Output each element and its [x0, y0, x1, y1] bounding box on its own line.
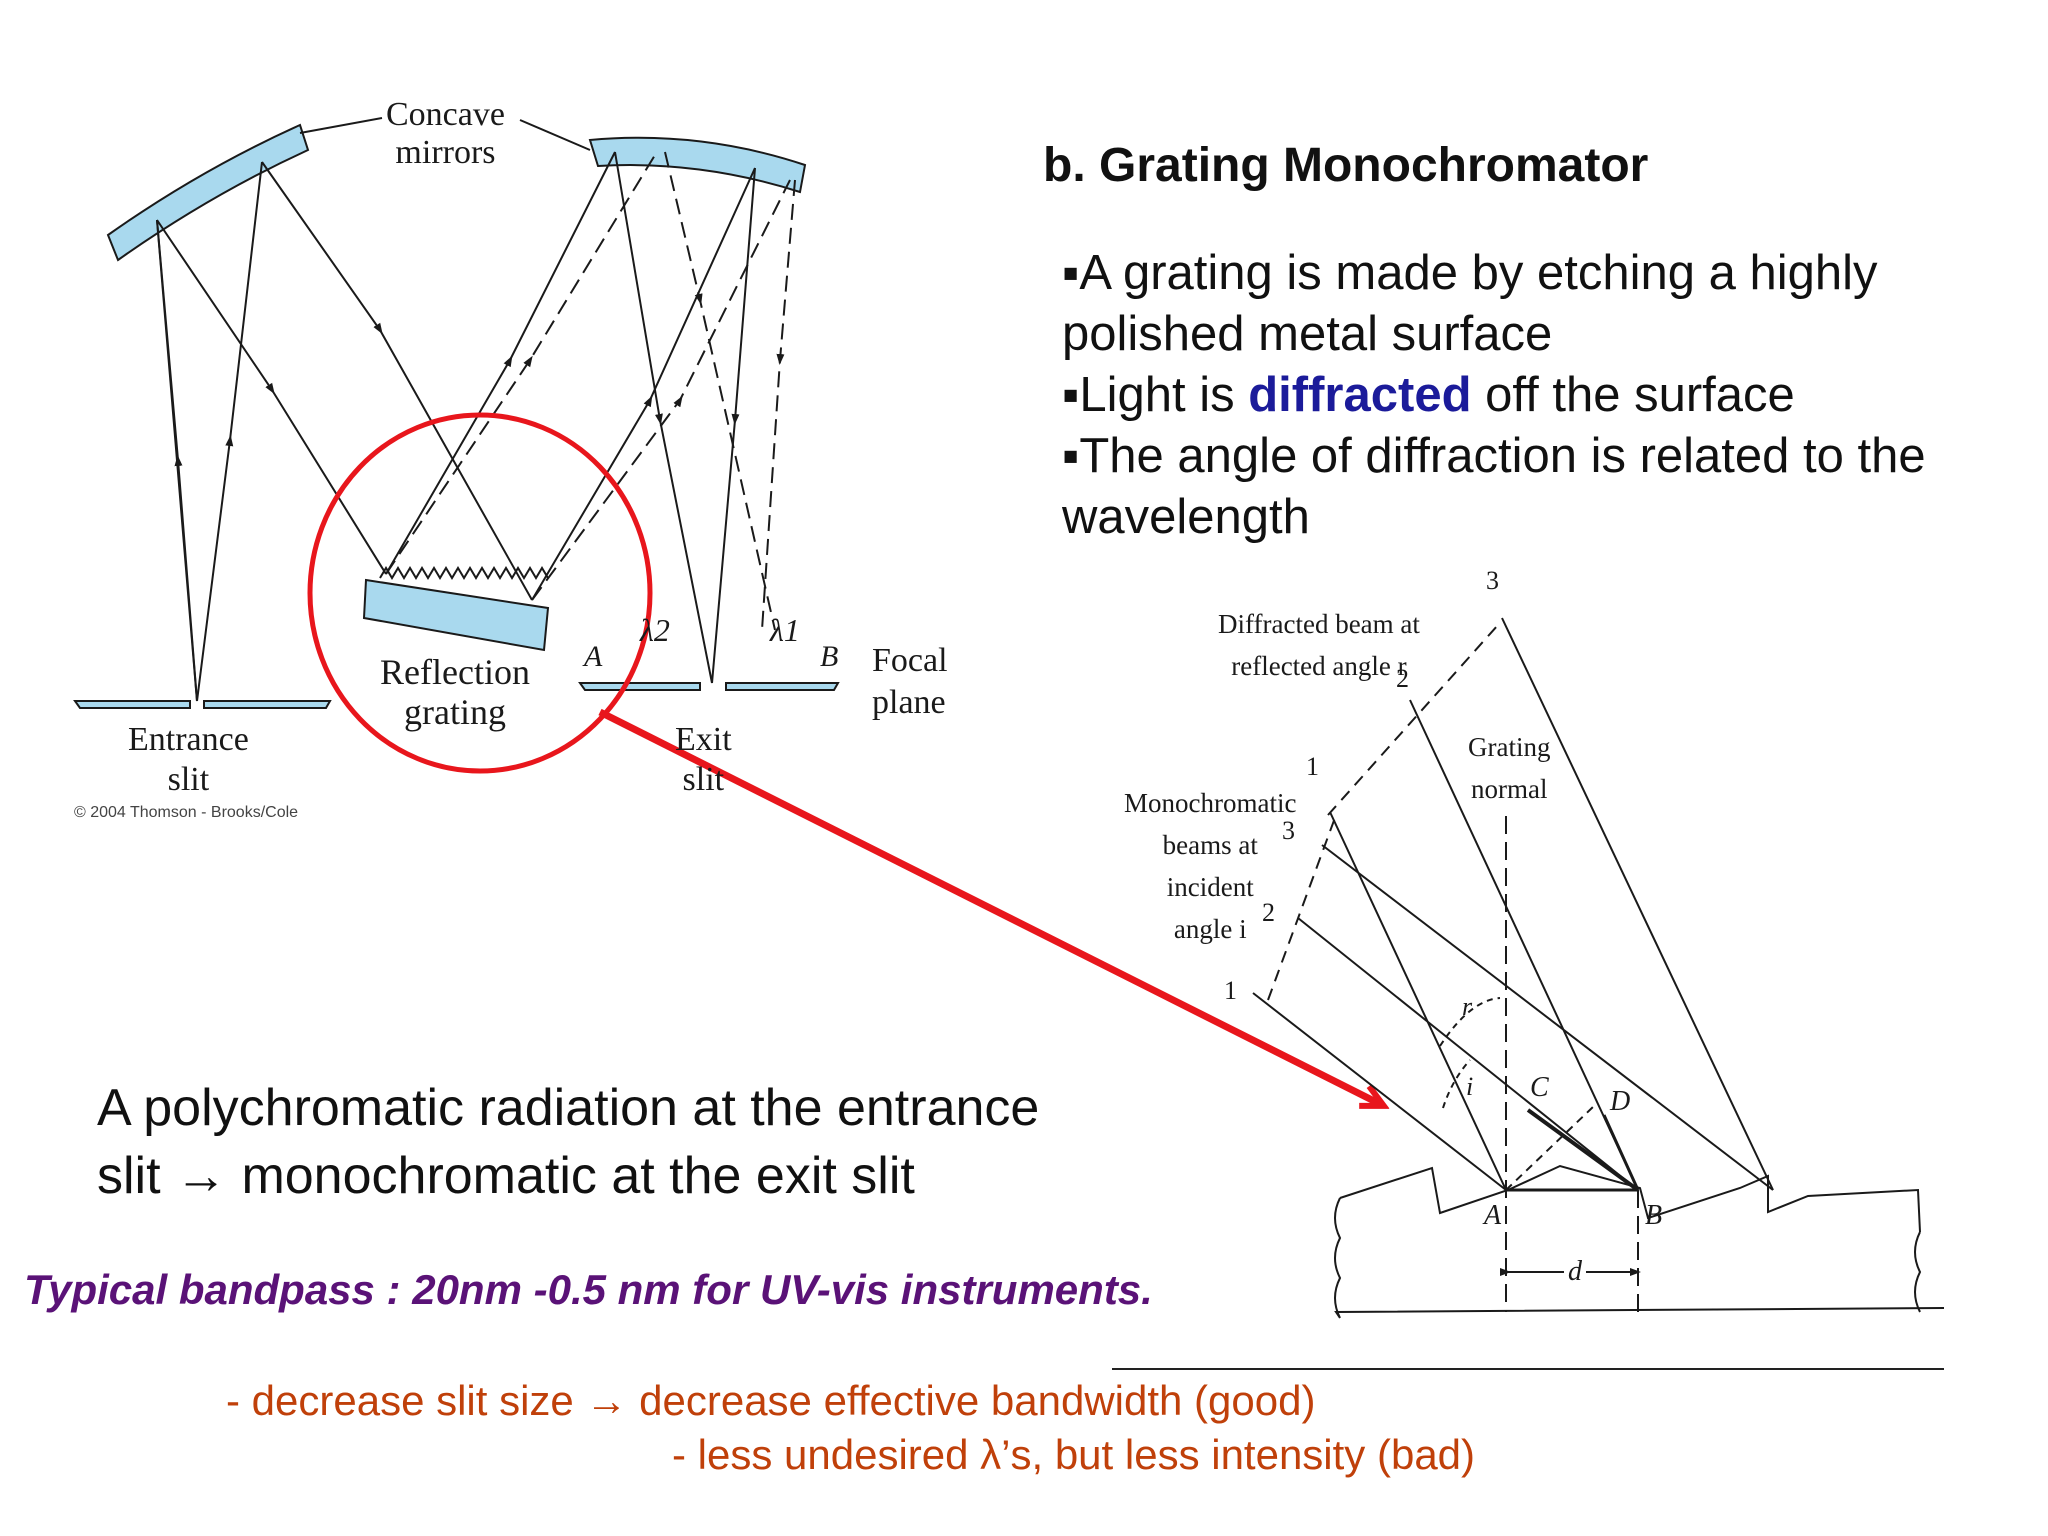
point-b-grating-label: B [1645, 1200, 1663, 1231]
monochromatic-beams-label: Monochromatic beams at incident angle i [1124, 788, 1297, 944]
bullet-marker: ▪ [1062, 246, 1080, 300]
entrance-slit-plate-left [73, 700, 191, 709]
exit-slit-label: Exit slit [675, 721, 732, 798]
point-b-label: B [820, 640, 839, 673]
note-intensity: - less undesired λ’s, but less intensity… [672, 1431, 1476, 1478]
bullet-item: ▪A grating is made by etching a highly p… [1062, 246, 1878, 361]
grating-surface [1339, 1164, 1921, 1233]
summary-text: A polychromatic radiation at the entranc… [97, 1079, 1040, 1205]
grating-highlight-circle [307, 412, 653, 774]
callout-arrow [598, 708, 1382, 1105]
concave-mirrors-label: Concave mirrors [386, 96, 505, 171]
highlight-text: diffracted [1248, 368, 1472, 422]
left-concave-mirror [106, 123, 310, 262]
beam-1-incident: 1 [1224, 976, 1237, 1005]
reflection-grating [362, 578, 550, 652]
grating-teeth [379, 566, 549, 580]
bandpass-note: Typical bandpass : 20nm -0.5 nm for UV-v… [24, 1266, 1153, 1313]
bullet-item: ▪Light is diffracted off the surface [1062, 368, 1795, 422]
point-c-label: C [1530, 1072, 1549, 1103]
grating-normal-label: Grating normal [1468, 732, 1551, 804]
bullet-marker: ▪ [1062, 429, 1080, 483]
entrance-slit-label: Entrance slit [128, 721, 249, 798]
lambda1-label: λ1 [770, 612, 800, 648]
angle-i-label: i [1466, 1072, 1474, 1101]
beam-2-incident: 2 [1262, 898, 1275, 927]
beam-3-diffracted: 3 [1486, 566, 1499, 595]
monochromator-diagram [73, 117, 840, 709]
slide-title: b. Grating Monochromator [1043, 139, 1649, 192]
bullet-list: ▪A grating is made by etching a highly p… [1062, 243, 2022, 548]
spacing-d-label: d [1564, 1256, 1586, 1288]
bullet-marker: ▪ [1062, 368, 1080, 422]
copyright-label: © 2004 Thomson - Brooks/Cole [74, 804, 299, 821]
beam-2-diffracted: 2 [1396, 664, 1409, 693]
grating-geometry-diagram [1252, 617, 1945, 1319]
bullet-item: ▪The angle of diffraction is related to … [1062, 429, 1926, 544]
note-slit-size: - decrease slit size → decrease effectiv… [226, 1377, 1316, 1424]
entrance-slit-plate-right [203, 700, 332, 709]
point-a-label: A [584, 640, 603, 673]
point-d-label: D [1610, 1086, 1631, 1117]
exit-slit-plate-right [725, 682, 840, 691]
exit-slit-plate-left [578, 682, 701, 691]
right-concave-mirror [588, 136, 807, 194]
lambda2-label: λ2 [640, 612, 670, 648]
beam-1-diffracted: 1 [1306, 752, 1319, 781]
diffracted-beam-label: Diffracted beam at reflected angle r [1218, 609, 1420, 681]
focal-plane-label: Focal plane [872, 642, 948, 721]
point-a-grating-label: A [1484, 1200, 1502, 1231]
beam-3-incident: 3 [1282, 816, 1295, 845]
reflection-grating-label: Reflection grating [380, 652, 530, 732]
separator-line [1112, 1368, 1944, 1370]
angle-r-label: r [1462, 992, 1473, 1021]
